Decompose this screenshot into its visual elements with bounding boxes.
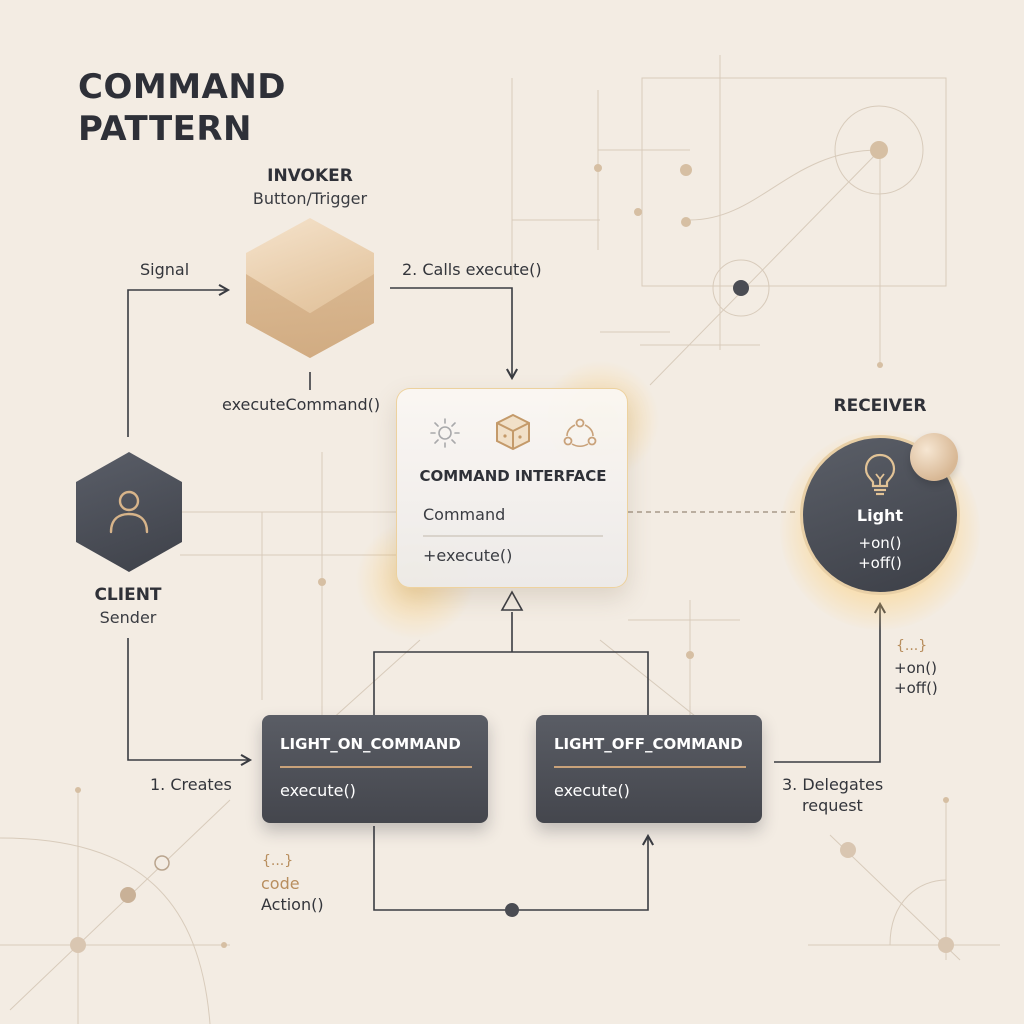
cycle-icon [563,418,597,448]
delegates-connector [774,601,887,763]
light-on-command-heading: LIGHT_ON_COMMAND [280,735,461,753]
delegates-label-line1: 3. Delegates [782,775,884,794]
gear-icon [430,418,460,448]
cube-icon [496,413,530,451]
junction-dot [733,280,749,296]
background-dots [70,141,954,953]
invoker-subtitle: Button/Trigger [252,189,368,208]
signal-label: Signal [140,260,190,279]
light-on-command-box[interactable]: LIGHT_ON_COMMAND execute() [262,715,488,823]
command-interface-card[interactable]: COMMAND INTERFACE Command +execute() [396,388,628,588]
junction-ring [154,855,170,871]
lightbulb-icon [864,453,896,496]
light-off-command-divider [554,766,746,768]
calls-execute-connector [390,287,519,381]
connectors [127,283,887,911]
receiver-heading: RECEIVER [833,396,927,416]
command-interface-heading: COMMAND INTERFACE [419,467,607,485]
inheritance-arrowhead [500,590,524,611]
code-annotation-label: code [261,874,300,893]
invoker-heading: INVOKER [267,166,353,186]
background-grid [0,55,1000,1024]
receiver-method-off: +off() [858,554,902,572]
inheritance-connector [373,651,649,715]
code-annotation-braces: {...} [262,853,294,869]
signal-connector [127,283,231,437]
client-subtitle: Sender [99,608,157,627]
receiver-annotation-braces: {...} [896,638,928,654]
light-on-command-divider [280,766,472,768]
receiver-annotation-off: +off() [894,679,938,697]
command-interface-name: Command [423,505,506,524]
light-off-command-box[interactable]: LIGHT_OFF_COMMAND execute() [536,715,762,823]
user-icon [109,490,149,534]
creates-connector [127,638,253,767]
invoker-method: executeCommand() [222,395,381,414]
command-divider [423,535,603,537]
code-annotation-action: Action() [261,895,324,914]
receiver-annotation-on: +on() [894,659,937,677]
light-on-command-method: execute() [280,781,356,800]
command-interface-method: +execute() [423,546,513,565]
light-off-command-heading: LIGHT_OFF_COMMAND [554,735,743,753]
calls-execute-label: 2. Calls execute() [402,260,542,279]
creates-label: 1. Creates [150,775,232,794]
receiver-accent-ball [910,433,958,481]
light-off-command-method: execute() [554,781,630,800]
client-heading: CLIENT [94,585,162,605]
loop-junction-dot [505,903,519,917]
delegates-label-line2: request [802,796,863,815]
page-title: COMMAND PATTERN [78,67,287,149]
loop-connector [373,826,655,911]
receiver-name: Light [856,506,904,525]
receiver-method-on: +on() [858,534,902,552]
